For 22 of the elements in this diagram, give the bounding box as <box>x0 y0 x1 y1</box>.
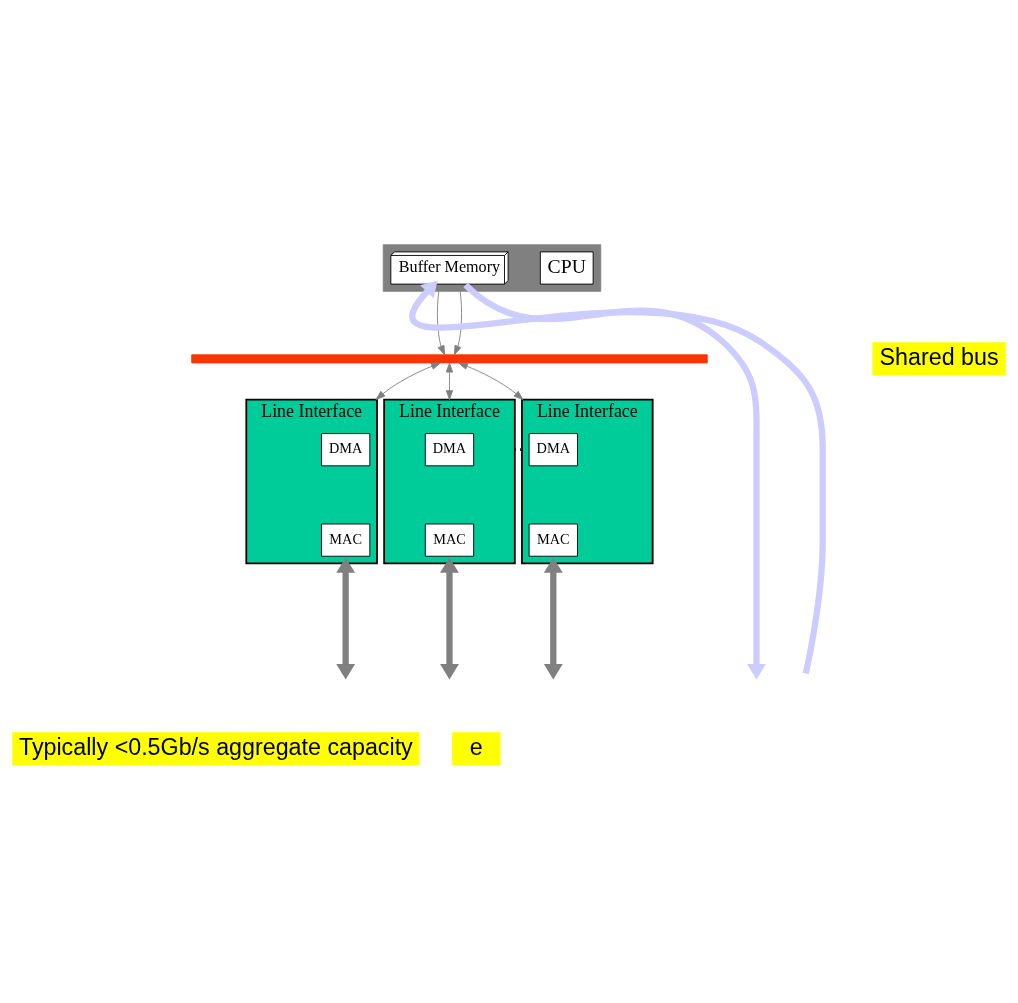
node-box: MAC <box>424 523 475 557</box>
node-box: MAC <box>528 523 578 557</box>
cluster <box>382 244 602 292</box>
arrow <box>463 282 766 680</box>
label: Typically <0.5Gb/s aggregate capacity <box>18 733 413 760</box>
arrow <box>410 280 826 675</box>
arrow <box>375 362 441 401</box>
arrow <box>445 362 454 401</box>
arrow <box>336 557 356 680</box>
node-box: DMA <box>424 433 475 467</box>
node-box: CPU <box>539 251 594 285</box>
label: Shared bus <box>879 343 999 370</box>
label: e <box>469 733 483 760</box>
node-box: MAC <box>321 523 371 557</box>
node-bar <box>191 354 708 364</box>
arrow <box>543 557 563 680</box>
arrow <box>436 290 445 356</box>
arrow <box>458 362 524 401</box>
arrow <box>453 290 462 356</box>
node-box: DMA <box>321 433 371 467</box>
arrow <box>440 557 459 680</box>
node-box: DMA <box>528 433 578 467</box>
